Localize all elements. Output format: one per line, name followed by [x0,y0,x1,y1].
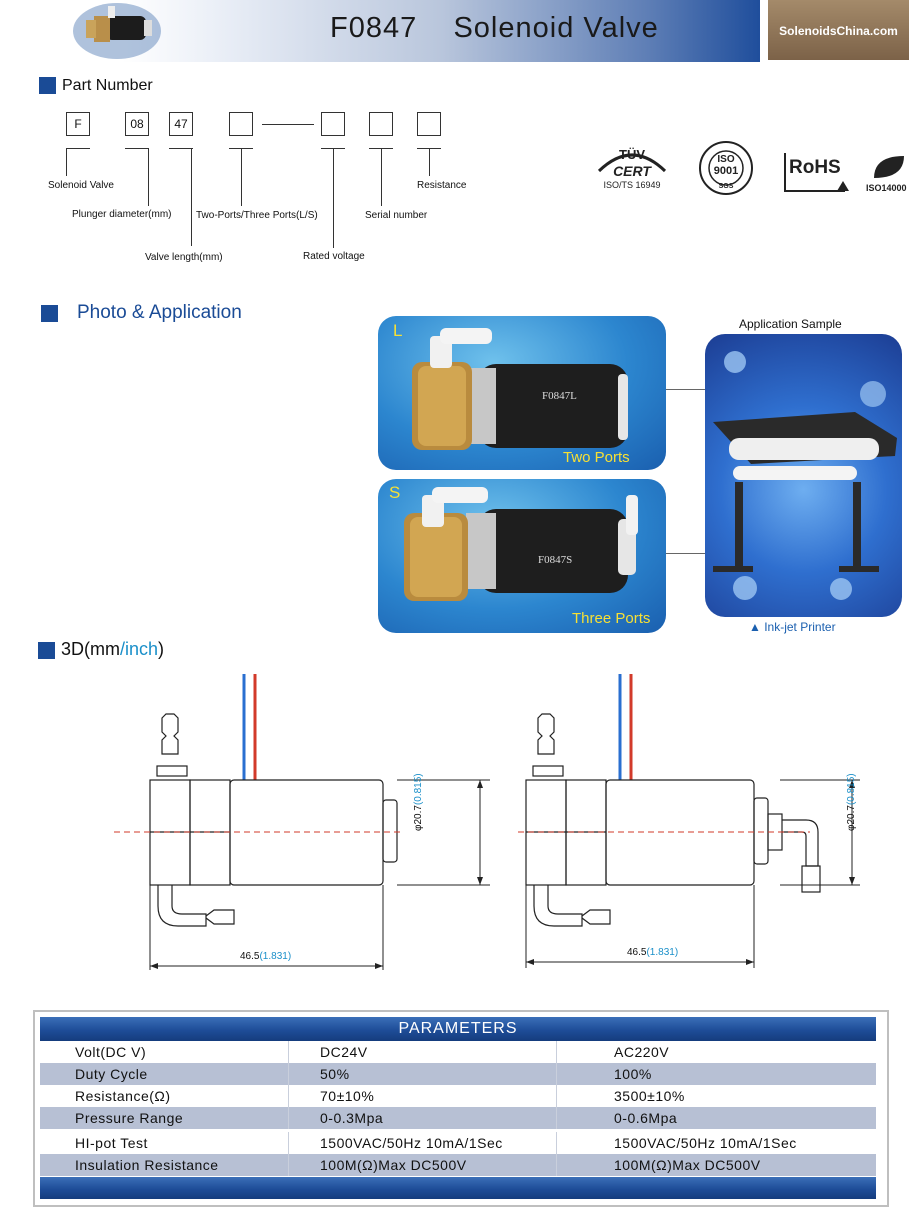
part-box-serial [369,112,393,136]
parameters-title: PARAMETERS [40,1017,876,1041]
connector-line [666,389,706,390]
leader-line [148,148,149,206]
panel-l-caption: Two Ports [563,449,630,466]
diameter-dimension-l: φ20.7(0.815) [413,773,424,831]
label-serial-number: Serial number [365,210,428,221]
iso14000-logo: ISO14000 [864,152,909,196]
rohs-frame-icon [784,153,849,192]
leader-line [429,148,430,176]
dash-line [262,124,314,125]
label-ports: Two-Ports/Three Ports(L/S) [196,210,318,221]
section-title-part-number: Part Number [62,77,153,94]
leader-line [333,148,334,248]
label-plunger-diameter: Plunger diameter(mm) [72,209,172,220]
panel-s-letter: S [389,483,401,502]
valve-product-thumbnail [73,3,161,59]
label-rated-voltage: Rated voltage [303,251,365,262]
leader-line [241,148,242,206]
tuv-cert-logo: TÜV CERT ISO/TS 16949 [593,145,671,195]
connector-line [666,553,706,554]
page-title: F0847 Solenoid Valve [330,12,659,44]
length-dimension-s: 46.5(1.831) [627,947,679,958]
section-title-3d: 3D(mm/inch) [61,639,165,659]
panel-l-letter: L [393,321,403,340]
leader-line [191,148,192,246]
inkjet-printer-illustration [713,351,897,600]
table-row: Volt(DC V) DC24V AC220V [40,1041,876,1063]
table-row: Pressure Range 0-0.3Mpa 0-0.6Mpa [40,1107,876,1129]
section-marker [39,77,56,94]
leader-line [66,148,90,149]
leader-line [169,148,193,149]
leader-line [125,148,149,149]
part-box-diameter: 08 [125,112,149,136]
cnab-leaf-icon [874,156,904,178]
iso-seal-icon [699,141,753,195]
brand-logo-box [768,0,909,60]
diameter-dimension-s: φ20.7(0.815) [846,773,857,831]
section-title-photo: Photo & Application [77,302,242,323]
table-row: Insulation Resistance 100M(Ω)Max DC500V … [40,1154,876,1176]
label-solenoid-valve: Solenoid Valve [48,180,114,191]
part-box-length: 47 [169,112,193,136]
photo-panel-three-ports: S F0847S Three Ports [378,479,666,633]
part-box-resistance [417,112,441,136]
table-row: Resistance(Ω) 70±10% 3500±10% [40,1085,876,1107]
length-dimension-l: 46.5(1.831) [240,951,292,962]
valve-s-illustration [404,487,638,601]
label-valve-length: Valve length(mm) [145,252,223,263]
rohs-logo: RoHS [783,151,851,193]
leader-line [66,148,67,176]
part-box-voltage [321,112,345,136]
panel-s-caption: Three Ports [572,610,651,627]
technical-drawing-three-ports [518,674,860,968]
section-marker [38,642,55,659]
part-box-ports [229,112,253,136]
section-marker [41,305,58,322]
photo-panel-two-ports: L F0847L Two Ports [378,316,666,470]
application-caption: ▲ Ink-jet Printer [749,620,836,634]
tuv-arc-icon [597,153,667,173]
panel-s-model: F0847S [538,554,573,566]
iso9001-logo: ISO 9001 SGS [697,141,755,197]
valve-l-illustration [412,328,628,450]
part-box-series: F [66,112,90,136]
panel-l-model: F0847L [542,390,577,402]
technical-drawing-two-ports [114,674,490,970]
leader-line [381,148,382,206]
label-resistance: Resistance [417,180,467,191]
application-sample-panel [705,334,902,617]
table-row: Duty Cycle 50% 100% [40,1063,876,1085]
brand-name[interactable]: SolenoidsChina.com [779,24,898,38]
table-row: HI-pot Test 1500VAC/50Hz 10mA/1Sec 1500V… [40,1132,876,1154]
parameters-table-footer [40,1177,876,1199]
application-sample-title: Application Sample [739,317,842,331]
